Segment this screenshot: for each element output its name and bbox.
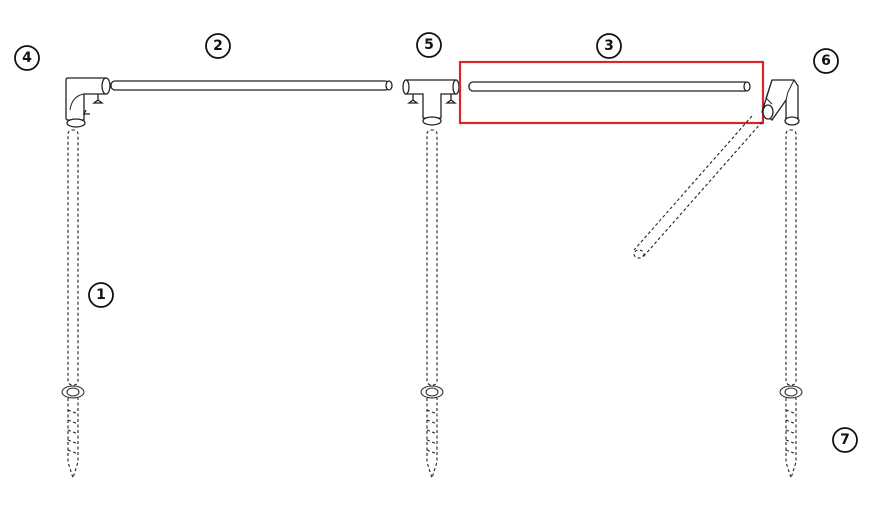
- rail-2: [110, 80, 393, 91]
- rail-3: [468, 81, 751, 92]
- svg-text:3: 3: [604, 38, 614, 54]
- left-pole: [67, 129, 79, 386]
- svg-text:1: 1: [96, 287, 106, 303]
- callout-7: 7: [832, 427, 858, 453]
- callout-3: 3: [596, 33, 622, 59]
- left-ground-ring-inner: [66, 387, 80, 397]
- callout-4: 4: [14, 45, 40, 71]
- svg-text:4: 4: [22, 50, 32, 66]
- left-ground-ring: [61, 385, 85, 399]
- svg-text:2: 2: [213, 38, 223, 54]
- svg-text:5: 5: [424, 37, 434, 53]
- middle-pole: [426, 129, 438, 386]
- rail-2-tube: [110, 80, 390, 91]
- diagonal-brace: [633, 115, 763, 258]
- svg-text:6: 6: [821, 53, 831, 69]
- rail-3-highlight-box: [458, 60, 765, 125]
- left-ground-spike: [67, 398, 79, 480]
- middle-post-assembly: [402, 79, 460, 480]
- svg-text:7: 7: [840, 432, 850, 448]
- callout-1: 1: [88, 282, 114, 308]
- callout-5: 5: [416, 32, 442, 58]
- right-post-assembly: [633, 79, 803, 480]
- left-post-assembly: [61, 77, 111, 480]
- callout-2: 2: [205, 33, 231, 59]
- callout-6: 6: [813, 48, 839, 74]
- rail-3-tube: [468, 81, 750, 92]
- right-pole: [785, 129, 797, 386]
